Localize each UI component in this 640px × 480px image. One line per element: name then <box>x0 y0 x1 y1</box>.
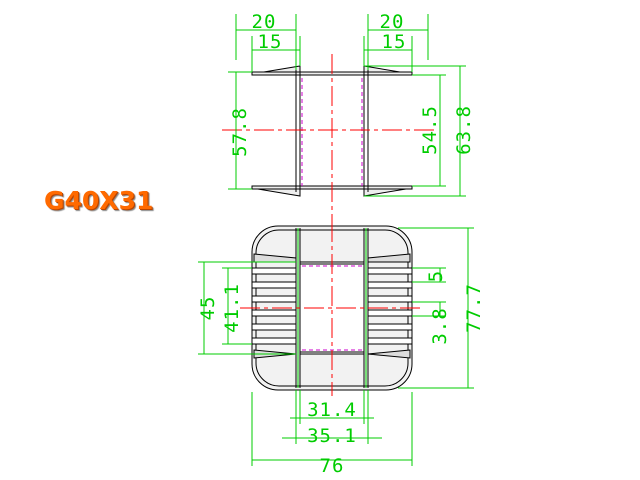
top-centerlines <box>222 54 438 222</box>
dimension-labels: 20 15 20 15 57.8 54.5 63.8 45 41.1 5 3.8… <box>197 11 485 477</box>
dim-bottom-right-small: 5 <box>425 270 447 282</box>
dim-top-right-outer: 20 <box>380 11 405 33</box>
dim-top-left-inner: 15 <box>258 31 283 53</box>
dim-right-outer-height: 63.8 <box>453 105 475 155</box>
top-hidden-lines <box>301 78 363 186</box>
bottom-shoulders <box>253 253 411 359</box>
dim-bottom-right-pin: 3.8 <box>429 307 451 344</box>
dim-top-right-inner: 15 <box>382 31 407 53</box>
dim-right-inner-height: 54.5 <box>419 105 441 155</box>
bottom-centerlines <box>240 222 424 396</box>
dim-bottom-left-inner: 41.1 <box>221 283 243 333</box>
dim-bottom-width-mid: 35.1 <box>307 425 357 447</box>
dim-bottom-width-inner: 31.4 <box>307 399 357 421</box>
top-tube <box>295 66 369 196</box>
dim-left-height: 57.8 <box>229 107 251 157</box>
top-view <box>222 54 438 222</box>
part-title: G40X31 <box>44 186 154 215</box>
dim-bottom-right-total: 77.7 <box>463 283 485 333</box>
dim-top-left-outer: 20 <box>252 11 277 33</box>
dim-bottom-width-total: 76 <box>320 455 345 477</box>
dimension-lines <box>198 14 474 466</box>
dim-bottom-left-outer: 45 <box>197 296 219 321</box>
bottom-view <box>240 222 424 396</box>
